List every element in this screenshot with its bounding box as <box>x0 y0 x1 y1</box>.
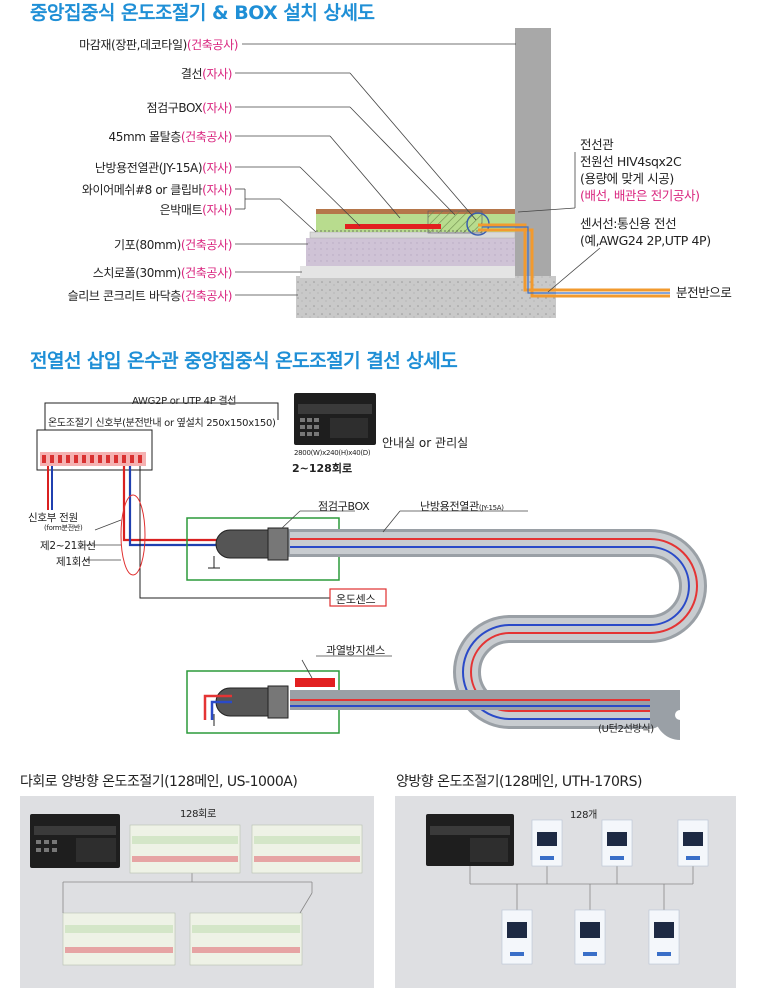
heating-pipe-section <box>345 224 441 229</box>
label-mesh: 와이어메쉬#8 or 클립바(자사) <box>81 183 233 197</box>
controller-caption: 2800(W)x240(H)x40(D) <box>294 449 371 457</box>
to-panel-label: 분전반으로 <box>676 285 732 300</box>
section2-title: 전열선 삽입 온수관 중앙집중식 온도조절기 결선 상세도 <box>30 350 458 372</box>
foam-layer <box>306 238 515 266</box>
wire-1-label: 제1회선 <box>56 556 91 568</box>
signal-power-sub: (form분전반) <box>44 524 83 532</box>
inspection-box-section <box>427 210 483 234</box>
sensor-wire-label: 센서선:통신용 전선 <box>580 216 677 231</box>
label-mortar: 45mm 몰탈층(건축공사) <box>108 130 232 144</box>
section1-title: 중앙집중식 온도조절기 & BOX 설치 상세도 <box>30 2 375 24</box>
label-wiring: 결선(자사) <box>180 67 233 81</box>
module-group-1 <box>129 824 241 874</box>
right-product-title: 양방향 온도조절기(128메인, UTH-170RS) <box>396 774 643 790</box>
u-turn-label: (U턴2선방식) <box>598 724 654 735</box>
wire-circuit1 <box>122 466 240 542</box>
module-group-4 <box>189 912 303 966</box>
sensor-example-label: (예,AWG24 2P,UTP 4P) <box>580 233 711 248</box>
module-group-3 <box>62 912 176 966</box>
power-wire-label: 전원선 HIV4sqx2C <box>580 154 682 169</box>
awg-label: AWG2P or UTP 4P 결선 <box>132 396 237 407</box>
wire-2-21-label: 제2~21회선 <box>40 540 96 552</box>
label-concrete: 슬리브 콘크리트 바닥층(건축공사) <box>67 289 233 303</box>
controller-range: 2~128회로 <box>292 462 353 475</box>
signal-box <box>36 429 153 471</box>
styrofoam-layer <box>300 266 515 278</box>
label-finish: 마감재(장판,데코타일)(건축공사) <box>79 38 238 52</box>
finish-layer <box>316 209 515 214</box>
wire-circle <box>120 494 146 576</box>
right-count: 128개 <box>570 810 598 821</box>
pipe-label: 난방용전열관(JY-15A) <box>420 500 504 513</box>
left-product-title: 다회로 양방향 온도조절기(128메인, US-1000A) <box>20 774 298 790</box>
label-foam: 기포(80mm)(건축공사) <box>113 238 232 252</box>
signal-box-label: 온도조절기 신호부(분전반내 or 옆설치 250x150x150) <box>48 418 276 429</box>
module-group-2 <box>251 824 363 874</box>
label-foil: 은박매트(자사) <box>159 203 233 217</box>
concrete-slab <box>296 276 556 318</box>
label-styrofoam: 스치로폴(30mm)(건축공사) <box>92 266 233 280</box>
conduit-label: 전선관 <box>580 137 614 152</box>
electrical-work-label: (배선, 배관은 전기공사) <box>580 188 700 203</box>
label-box: 점검구BOX(자사) <box>146 101 233 115</box>
label-pipe: 난방용전열관(JY-15A)(자사) <box>94 161 233 175</box>
conduit-path <box>478 223 670 292</box>
room-label: 안내실 or 관리실 <box>382 436 469 450</box>
temp-sensor-box <box>329 588 387 607</box>
left-count: 128회로 <box>180 809 216 820</box>
overheat-sensor-label: 과열방지센스 <box>326 644 385 657</box>
capacity-label: (용량에 맞게 시공) <box>580 171 674 186</box>
overheat-sensor <box>295 678 335 687</box>
inspection-box-label: 점검구BOX <box>318 500 370 513</box>
signal-power-label: 신호부 전원 <box>28 512 78 524</box>
temp-sensor-label: 온도센스 <box>336 593 376 606</box>
